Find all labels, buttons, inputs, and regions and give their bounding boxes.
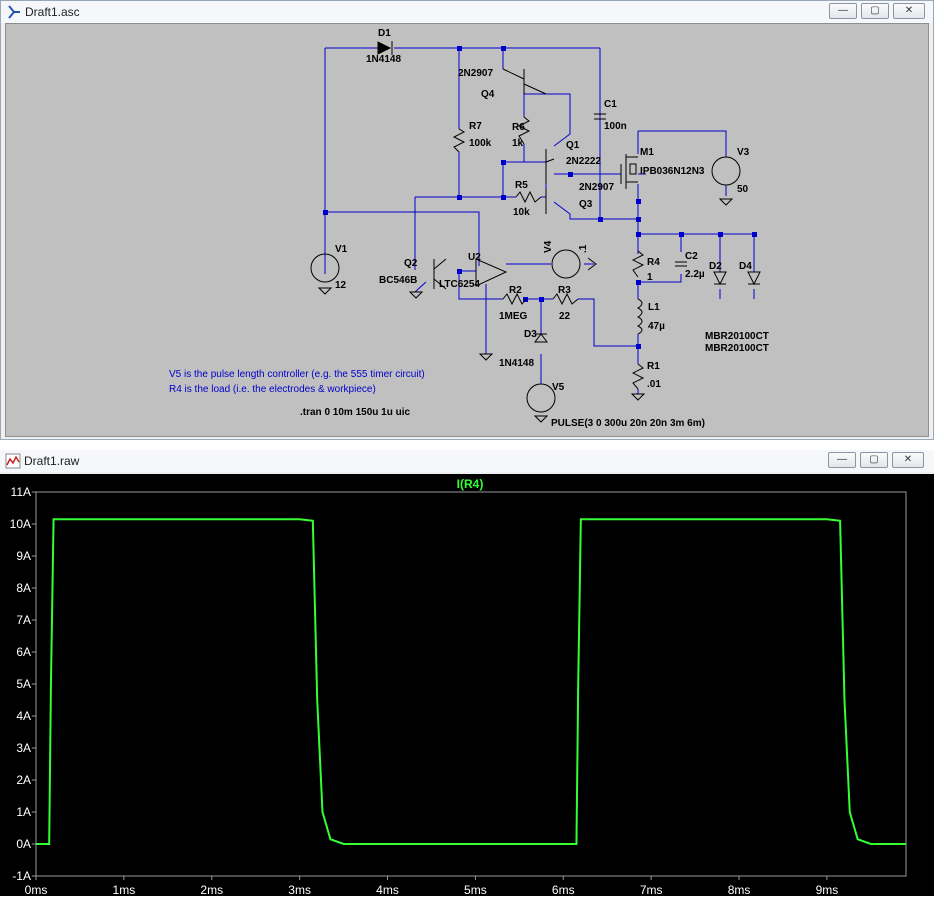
label-q2-model: BC546B xyxy=(379,275,417,286)
label-d2: D2 xyxy=(709,261,722,272)
waveform-app-icon xyxy=(5,453,21,469)
schematic-close-button[interactable]: ✕ xyxy=(893,3,925,19)
label-m1: M1 xyxy=(640,147,654,158)
label-v4-value: .1 xyxy=(578,244,589,253)
plot-title: Draft1.raw xyxy=(24,454,80,468)
x-tick-label: 8ms xyxy=(728,883,751,896)
schematic-title: Draft1.asc xyxy=(25,5,80,19)
label-r1: R1 xyxy=(647,361,660,372)
plot-close-button[interactable]: ✕ xyxy=(892,452,924,468)
y-tick-label: 10A xyxy=(10,517,31,531)
trace-label-i-r4[interactable]: I(R4) xyxy=(457,477,484,491)
x-tick-label: 0ms xyxy=(25,883,48,896)
label-d4: D4 xyxy=(739,261,752,272)
label-v3: V3 xyxy=(737,147,750,158)
label-r1-value: .01 xyxy=(647,379,661,390)
schematic-window: Draft1.asc — ▢ ✕ xyxy=(0,0,934,440)
x-tick-label: 5ms xyxy=(464,883,487,896)
label-r7: R7 xyxy=(469,121,482,132)
plot-minimize-button[interactable]: — xyxy=(828,452,856,468)
label-v3-value: 50 xyxy=(737,184,749,195)
label-r2-value: 1MEG xyxy=(499,311,528,322)
y-tick-label: -1A xyxy=(12,869,31,883)
label-d1: D1 xyxy=(378,28,391,39)
y-tick-label: 2A xyxy=(16,773,31,787)
label-v5-value: PULSE(3 0 300u 20n 20n 3m 6m) xyxy=(551,418,705,429)
y-tick-label: 4A xyxy=(16,709,31,723)
label-d4-model: MBR20100CT xyxy=(705,343,769,354)
y-tick-label: 11A xyxy=(11,485,31,499)
label-r3: R3 xyxy=(558,285,571,296)
label-v4: V4 xyxy=(543,240,554,253)
label-d3: D3 xyxy=(524,329,537,340)
label-r4: R4 xyxy=(647,257,660,268)
plot-window: Draft1.raw — ▢ ✕ I(R4) 11A 10A 9A 8A 7A 6A 5A 4… xyxy=(0,450,934,897)
y-tick-label: 7A xyxy=(16,613,31,627)
label-q2: Q2 xyxy=(404,258,418,269)
label-c2-value: 2.2µ xyxy=(685,269,705,280)
label-q3-model: 2N2907 xyxy=(579,182,614,193)
y-tick-label: 8A xyxy=(16,581,31,595)
label-u2: U2 xyxy=(468,252,481,263)
label-q4: Q4 xyxy=(481,89,495,100)
schematic-app-icon xyxy=(8,5,20,19)
y-tick-label: 1A xyxy=(16,805,31,819)
y-tick-label: 6A xyxy=(16,645,31,659)
label-l1: L1 xyxy=(648,302,660,313)
label-r6-value: 1k xyxy=(512,138,524,149)
x-tick-label: 3ms xyxy=(288,883,311,896)
label-r6: R6 xyxy=(512,122,525,133)
x-tick-label: 2ms xyxy=(200,883,223,896)
y-tick-label: 3A xyxy=(16,741,31,755)
x-tick-label: 7ms xyxy=(640,883,663,896)
label-c2: C2 xyxy=(685,251,698,262)
label-c1-value: 100n xyxy=(604,121,627,132)
spice-directive[interactable]: .tran 0 10m 150u 1u uic xyxy=(300,407,410,418)
label-v1: V1 xyxy=(335,244,348,255)
label-q1: Q1 xyxy=(566,140,580,151)
label-c1: C1 xyxy=(604,99,617,110)
label-r2: R2 xyxy=(509,285,522,296)
label-r7-value: 100k xyxy=(469,138,492,149)
label-u2-model: LTC6254 xyxy=(439,279,480,290)
schematic-canvas[interactable]: D1 1N4148 2N2907 Q4 C1 100n R7 100k R6 1… xyxy=(5,23,929,437)
label-m1-model: IPB036N12N3 xyxy=(640,166,705,177)
comment-v5[interactable]: V5 is the pulse length controller (e.g. … xyxy=(169,369,425,380)
x-tick-label: 9ms xyxy=(816,883,839,896)
label-r4-value: 1 xyxy=(647,272,653,283)
y-tick-label: 9A xyxy=(16,549,31,563)
label-r5-value: 10k xyxy=(513,207,530,218)
plot-titlebar[interactable]: Draft1.raw — ▢ ✕ xyxy=(0,450,934,472)
x-tick-label: 6ms xyxy=(552,883,575,896)
y-tick-label: 0A xyxy=(16,837,31,851)
plot-maximize-button[interactable]: ▢ xyxy=(860,452,888,468)
label-l1-value: 47µ xyxy=(648,321,665,332)
label-q1-model: 2N2222 xyxy=(566,156,601,167)
label-r5: R5 xyxy=(515,180,528,191)
schematic-maximize-button[interactable]: ▢ xyxy=(861,3,889,19)
schematic-drawing: D1 1N4148 2N2907 Q4 C1 100n R7 100k R6 1… xyxy=(169,28,769,429)
label-d2-model: MBR20100CT xyxy=(705,331,769,342)
label-v1-value: 12 xyxy=(335,280,347,291)
schematic-minimize-button[interactable]: — xyxy=(829,3,857,19)
label-r3-value: 22 xyxy=(559,311,571,322)
trace-i-r4[interactable] xyxy=(36,518,906,845)
plot-frame xyxy=(35,491,907,877)
label-v5: V5 xyxy=(552,382,565,393)
label-d1-model: 1N4148 xyxy=(366,54,401,65)
comment-r4[interactable]: R4 is the load (i.e. the electrodes & wo… xyxy=(169,384,376,395)
label-q4-model: 2N2907 xyxy=(458,68,493,79)
y-tick-label: 5A xyxy=(16,677,31,691)
label-q3: Q3 xyxy=(579,199,593,210)
schematic-titlebar[interactable]: Draft1.asc — ▢ ✕ xyxy=(1,1,933,23)
label-d3-model: 1N4148 xyxy=(499,358,534,369)
x-tick-label: 1ms xyxy=(113,883,136,896)
x-tick-label: 4ms xyxy=(376,883,399,896)
